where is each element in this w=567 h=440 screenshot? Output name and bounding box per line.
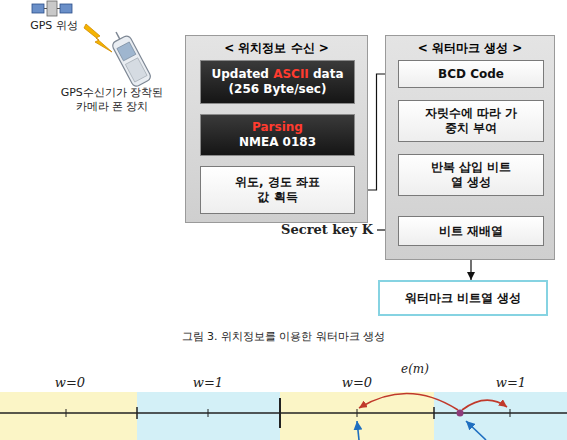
pointer-arrow: [357, 421, 359, 440]
box-label: Parsing NMEA 0183: [233, 120, 323, 150]
process-box: BCD Code: [398, 60, 544, 88]
group-panel: < 위치정보 수신 > Updated ASCII data (256 Byte/…: [185, 35, 368, 223]
box-label: 워터마크 비트열 생성: [405, 291, 521, 306]
process-box: 위도, 경도 좌표 값 획득: [200, 166, 355, 214]
box-label: 자릿수에 따라 가중치 부여: [421, 106, 521, 136]
box-label: 위도, 경도 좌표 값 획득: [228, 175, 328, 205]
panel-title: < 워터마크 생성 >: [418, 41, 523, 56]
group-panel: < 워터마크 생성 > BCD Code 자릿수에 따라 가중치 부여반복 삽입 비…: [385, 35, 555, 260]
sample-dot: [457, 410, 464, 417]
process-box: Updated ASCII data (256 Byte/sec): [200, 60, 355, 104]
satellite-icon: [32, 1, 72, 16]
camera-phone-icon: [107, 27, 152, 88]
output-box: 워터마크 비트열 생성: [378, 280, 548, 316]
box-label: 반복 삽입 비트 열 생성: [426, 160, 516, 190]
key-label: Secret key K: [275, 222, 373, 238]
box-label: 비트 재배열: [439, 224, 503, 239]
band-label: w=0: [40, 375, 100, 391]
error-arrow: [462, 400, 507, 410]
process-box: 반복 삽입 비트 열 생성: [398, 154, 544, 196]
process-box: Parsing NMEA 0183: [200, 114, 355, 156]
error-arrow: [359, 393, 458, 410]
band-label: w=0: [327, 375, 387, 391]
pointer-arrow: [466, 421, 486, 440]
error-label: e(m): [392, 362, 438, 377]
box-label: Updated ASCII data (256 Byte/sec): [208, 67, 348, 97]
band-label: w=1: [178, 375, 238, 391]
process-box: 비트 재배열: [398, 216, 544, 246]
box-label: BCD Code: [438, 67, 504, 82]
panel-title: < 위치정보 수신 >: [224, 41, 329, 56]
number-line: [0, 398, 567, 428]
satellite-label: GPS 위성: [14, 19, 94, 33]
device-label: GPS수신기가 장착된 카메라 폰 장치: [58, 86, 166, 114]
quantization-bands: [0, 392, 567, 440]
process-box: 자릿수에 따라 가중치 부여: [398, 100, 544, 142]
signal-bolt: [84, 24, 112, 52]
figure-caption: 그림 3. 위치정보를 이용한 워터마크 생성: [0, 330, 567, 344]
band-label: w=1: [481, 375, 541, 391]
